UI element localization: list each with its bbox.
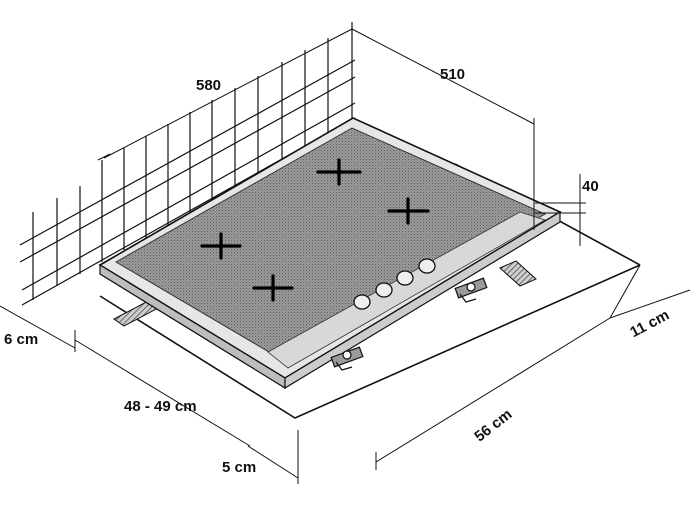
circle-knob-icon (418, 258, 436, 274)
dimension-label-11cm: 11 cm (627, 307, 672, 342)
fixing-bracket-icon (454, 277, 488, 303)
fixing-bracket-icon (330, 346, 364, 371)
dimension-label-56cm: 56 cm (471, 406, 515, 446)
dimension-label-48-49cm: 48 - 49 cm (124, 398, 197, 415)
dimension-label-40: 40 (582, 178, 599, 195)
cross-burner-icon (200, 232, 242, 260)
circle-knob-icon (396, 270, 414, 286)
knobs (353, 258, 436, 310)
cross-burner-icon (387, 197, 430, 225)
circle-knob-icon (353, 294, 371, 310)
circle-knob-icon (375, 282, 393, 298)
right-seal (499, 260, 537, 287)
wall-grid (19, 22, 356, 306)
dimension-label-6cm: 6 cm (4, 331, 38, 348)
dimension-label-5cm: 5 cm (222, 459, 256, 476)
cross-burner-icon (316, 158, 362, 186)
hob-front-side (284, 210, 561, 390)
glass-top (115, 127, 547, 363)
dimension-label-580: 580 (196, 77, 221, 94)
control-strip (267, 211, 546, 369)
dimension-lines (0, 28, 691, 484)
dimension-label-510: 510 (440, 66, 465, 83)
cross-burner-icon (252, 274, 294, 302)
hob (98, 117, 562, 390)
